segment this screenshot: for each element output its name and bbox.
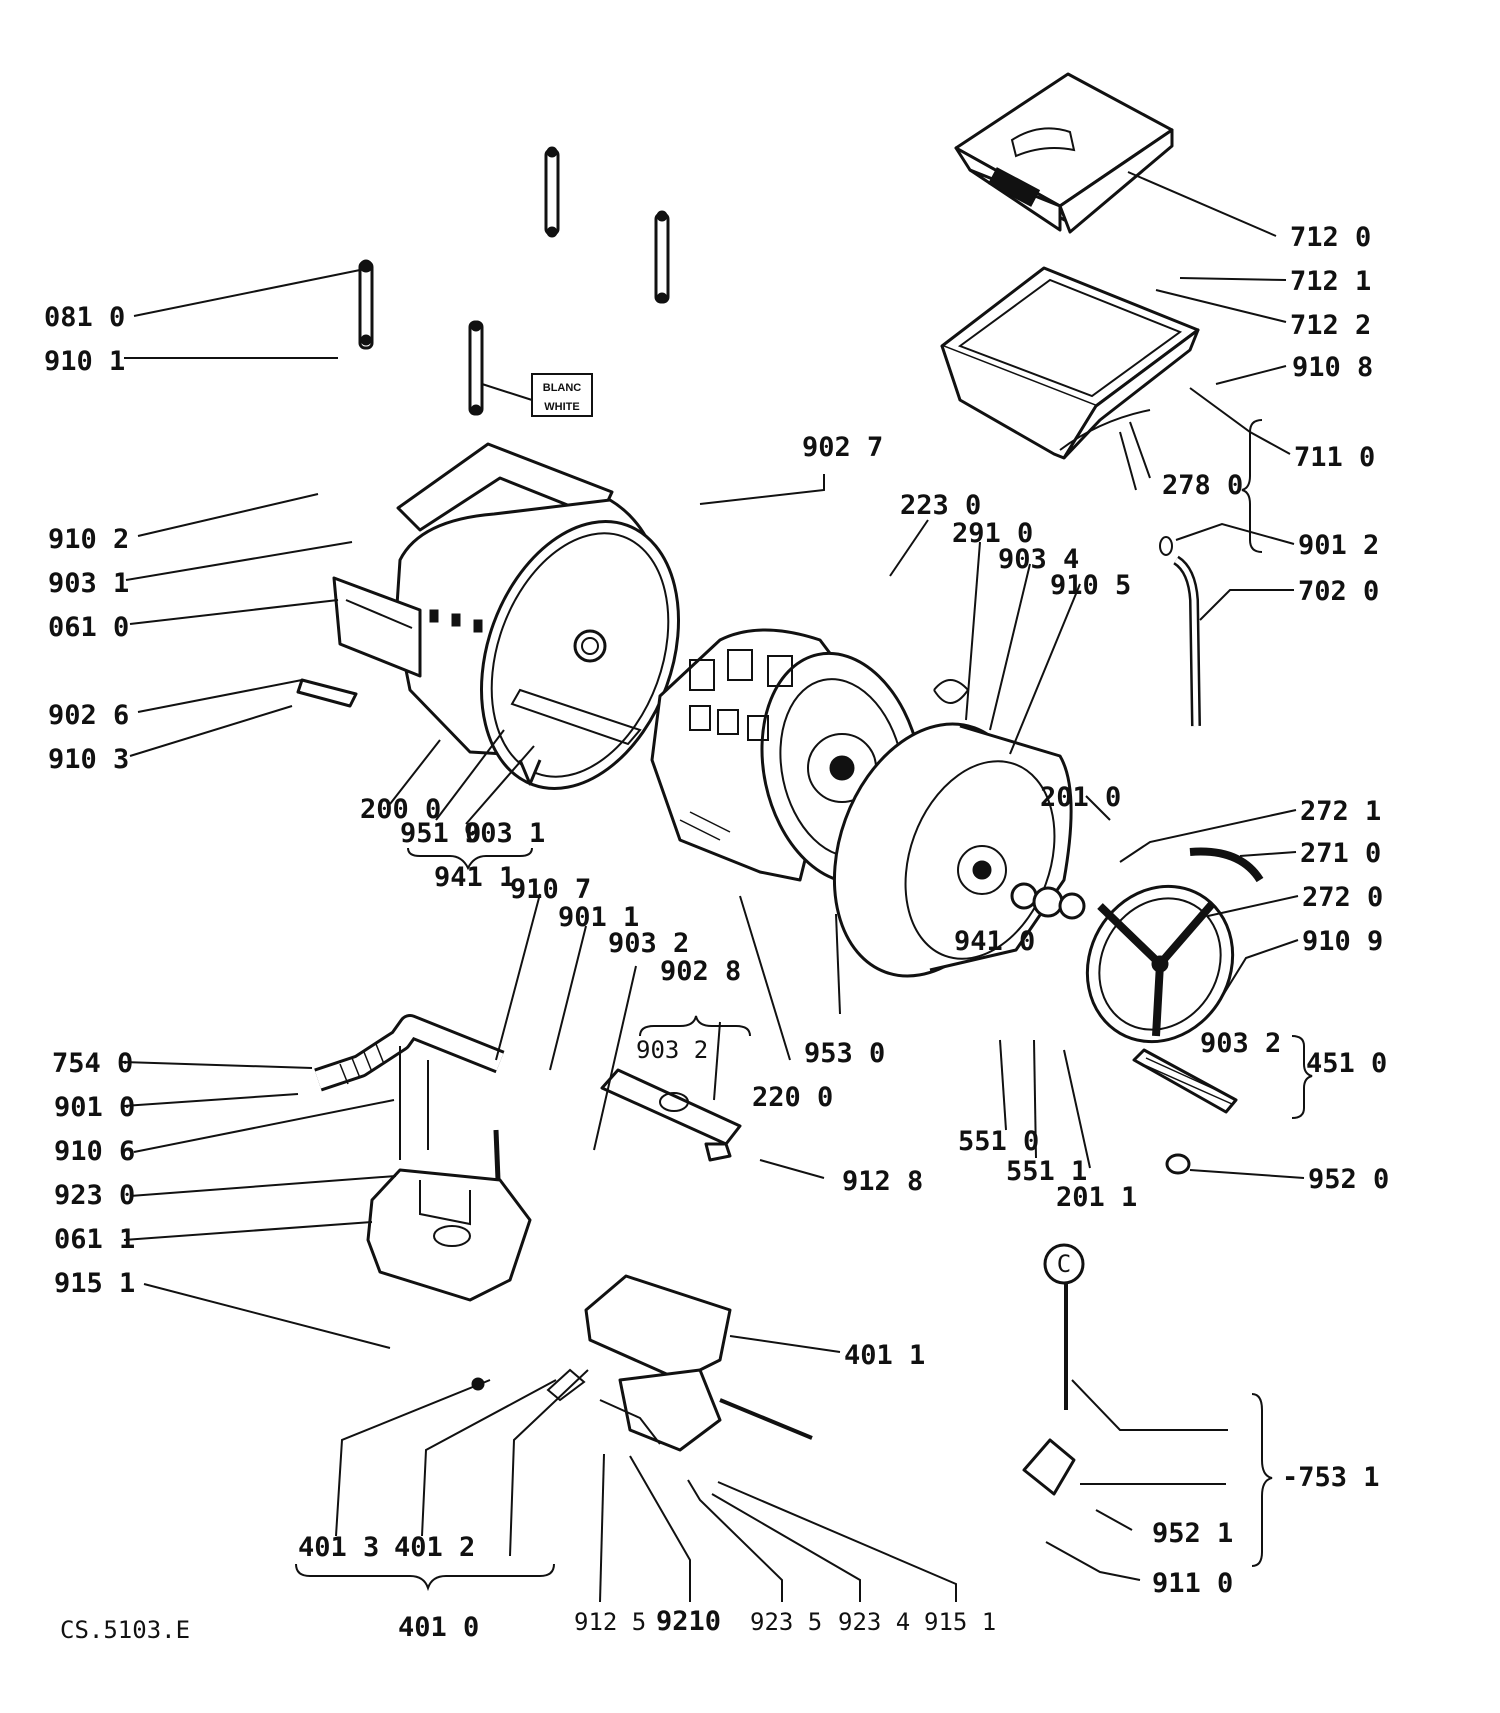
label-4510: 451 0 (1306, 1048, 1387, 1079)
label-7121: 712 1 (1290, 266, 1371, 297)
document-code: CS.5103.E (60, 1616, 190, 1644)
label-0810: 081 0 (44, 302, 125, 333)
circle-c-mark: C (1057, 1250, 1071, 1278)
label-4012: 401 2 (394, 1532, 475, 1563)
label-9103: 910 3 (48, 744, 129, 775)
label-4013: 401 3 (298, 1532, 379, 1563)
detergent-drawer-part (954, 72, 1174, 234)
label-9011: 901 1 (558, 902, 639, 933)
brace-7110 (1241, 419, 1263, 553)
label-2720: 272 0 (1302, 882, 1383, 913)
tag-line-2: WHITE (544, 401, 579, 413)
side-panel-part (332, 576, 422, 678)
label-9125: 912 5 (574, 1608, 646, 1636)
label-9032b: 903 2 (636, 1036, 708, 1064)
label-9110: 911 0 (1152, 1568, 1233, 1599)
label-9108: 910 8 (1292, 352, 1373, 383)
label-9107: 910 7 (510, 874, 591, 905)
label-7540: 754 0 (52, 1048, 133, 1079)
label-9235: 923 5 (750, 1608, 822, 1636)
springs-group (358, 146, 670, 416)
bracket-part (296, 678, 358, 708)
label-9210: 9210 (656, 1606, 721, 1637)
label-2721: 272 1 (1300, 796, 1381, 827)
label-9521: 952 1 (1152, 1518, 1233, 1549)
label-5511: 551 1 (1006, 1156, 1087, 1187)
label-9031a: 903 1 (48, 568, 129, 599)
label-9101: 910 1 (44, 346, 125, 377)
seal-part (1165, 1153, 1191, 1175)
label-2710: 271 0 (1300, 838, 1381, 869)
label-9411: 941 1 (434, 862, 515, 893)
label-9106: 910 6 (54, 1136, 135, 1167)
label-7120: 712 0 (1290, 222, 1371, 253)
label-4011: 401 1 (844, 1340, 925, 1371)
label-9520: 952 0 (1308, 1164, 1389, 1195)
label-9027: 902 7 (802, 432, 883, 463)
brace-4510 (1291, 1035, 1313, 1119)
label-9028: 902 8 (660, 956, 741, 987)
rear-tub-part (832, 679, 1086, 978)
brace-4010 (295, 1563, 555, 1592)
label-0611: 061 1 (54, 1224, 135, 1255)
label-9230: 923 0 (54, 1180, 135, 1211)
label-9012: 901 2 (1298, 530, 1379, 561)
label-9151b: 915 1 (924, 1608, 996, 1636)
label-2780: 278 0 (1162, 470, 1243, 501)
label-4010: 401 0 (398, 1612, 479, 1643)
drain-hose-part (314, 1014, 505, 1092)
leader-lines (121, 171, 1305, 1603)
label-2200: 220 0 (752, 1082, 833, 1113)
label-2011: 201 1 (1056, 1182, 1137, 1213)
label-7122: 712 2 (1290, 310, 1371, 341)
heater-part (1132, 1048, 1238, 1114)
label-9510: 951 0 (400, 818, 481, 849)
filter-part (600, 1068, 742, 1162)
label-2230: 223 0 (900, 490, 981, 521)
label-5510: 551 0 (958, 1126, 1039, 1157)
label-0610: 061 0 (48, 612, 129, 643)
label-7110: 711 0 (1294, 442, 1375, 473)
part-labels: 712 0 712 1 712 2 910 8 711 0 278 0 081 … (44, 222, 1389, 1644)
brace-9411 (407, 847, 533, 871)
label-9026: 902 6 (48, 700, 129, 731)
label-7020: 702 0 (1298, 576, 1379, 607)
label-9530: 953 0 (804, 1038, 885, 1069)
brace-7531 (1251, 1393, 1273, 1567)
label-9151a: 915 1 (54, 1268, 135, 1299)
label-2010: 201 0 (1040, 782, 1121, 813)
label-9010: 901 0 (54, 1092, 135, 1123)
counterweight-part (366, 1046, 532, 1302)
outer-tub-part (394, 442, 680, 790)
tag-line-1: BLANC (543, 382, 582, 394)
label-2910: 291 0 (952, 518, 1033, 549)
label-9410: 941 0 (954, 926, 1035, 957)
color-tag: BLANC WHITE (531, 373, 593, 417)
label-9234: 923 4 (838, 1608, 910, 1636)
label-9109: 910 9 (1302, 926, 1383, 957)
brace-9028 (639, 1015, 751, 1037)
label-7531: -753 1 (1282, 1462, 1380, 1493)
label-9034: 903 4 (998, 544, 1079, 575)
label-9032a: 903 2 (608, 928, 689, 959)
label-9032c: 903 2 (1200, 1028, 1281, 1059)
label-9031b: 903 1 (464, 818, 545, 849)
label-2000: 200 0 (360, 794, 441, 825)
hose-part (1159, 536, 1201, 727)
label-9102: 910 2 (48, 524, 129, 555)
label-9105: 910 5 (1050, 570, 1131, 601)
module-part (1022, 1438, 1076, 1496)
drawer-housing-part (940, 266, 1200, 491)
circle-c-icon (1043, 1243, 1085, 1285)
pump-part (471, 1274, 813, 1452)
label-9128: 912 8 (842, 1166, 923, 1197)
